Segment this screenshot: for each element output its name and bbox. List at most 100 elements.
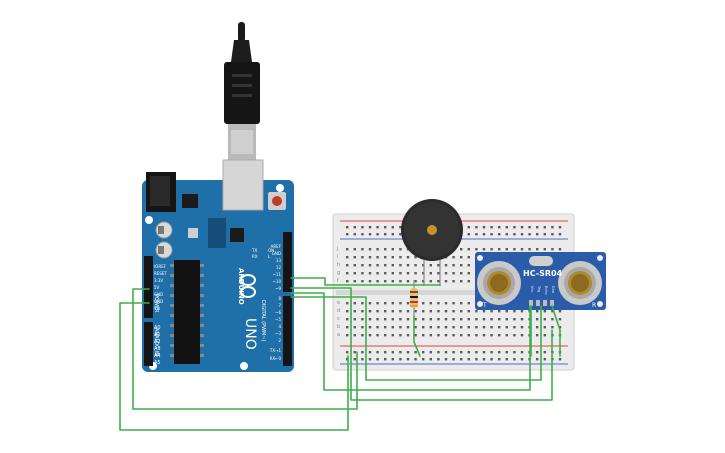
breadboard-hole bbox=[551, 318, 554, 321]
breadboard-hole bbox=[452, 302, 455, 305]
breadboard-hole bbox=[391, 280, 394, 283]
breadboard-hole bbox=[346, 280, 349, 283]
breadboard-hole bbox=[482, 351, 486, 354]
breadboard-hole bbox=[368, 318, 372, 321]
breadboard-hole bbox=[361, 318, 364, 321]
breadboard-hole bbox=[460, 280, 463, 283]
breadboard-hole bbox=[498, 358, 501, 361]
breadboard-hole bbox=[429, 302, 432, 305]
breadboard-hole bbox=[376, 233, 379, 236]
breadboard-hole bbox=[353, 310, 356, 313]
breadboard-hole bbox=[361, 248, 364, 251]
breadboard-hole bbox=[543, 233, 546, 236]
breadboard-hole bbox=[376, 248, 379, 251]
buzzer-icon[interactable] bbox=[401, 199, 463, 286]
breadboard-hole bbox=[536, 326, 539, 329]
row-label-f: f bbox=[337, 278, 339, 284]
breadboard-hole bbox=[399, 226, 402, 229]
breadboard-hole bbox=[528, 248, 531, 251]
digital-header-label: DIGITAL (PWM~) bbox=[260, 300, 266, 342]
l-led-label: L bbox=[268, 254, 271, 259]
row-label-g: g bbox=[337, 270, 340, 276]
breadboard-hole bbox=[353, 226, 356, 229]
breadboard-hole bbox=[368, 272, 372, 275]
breadboard-hole bbox=[353, 264, 356, 267]
digital-pin-1: TX→1 bbox=[269, 348, 282, 353]
breadboard-hole bbox=[536, 233, 539, 236]
breadboard-hole bbox=[399, 318, 402, 321]
wire-gnd-rail[interactable] bbox=[119, 302, 349, 431]
breadboard-hole bbox=[376, 334, 379, 337]
breadboard-hole bbox=[467, 264, 470, 267]
power-pin-ioref: IOREF bbox=[154, 264, 167, 269]
breadboard-hole bbox=[399, 233, 402, 236]
breadboard-hole bbox=[513, 226, 516, 229]
breadboard-hole bbox=[543, 318, 546, 321]
breadboard-hole bbox=[536, 248, 539, 251]
breadboard-hole bbox=[399, 358, 402, 361]
breadboard-hole bbox=[444, 334, 448, 337]
ultrasonic-sensor[interactable]: HC-SR04 T R Vcc Trig Echo Gnd bbox=[475, 252, 606, 310]
breadboard-hole bbox=[444, 318, 448, 321]
breadboard-hole bbox=[520, 326, 524, 329]
breadboard-hole bbox=[384, 248, 387, 251]
arduino-brand-text: ARDUINO bbox=[237, 268, 245, 305]
breadboard-hole bbox=[536, 334, 539, 337]
digital-pin-4: 4 bbox=[278, 324, 281, 329]
breadboard-hole bbox=[498, 334, 501, 337]
breadboard-hole bbox=[482, 318, 486, 321]
breadboard-hole bbox=[551, 233, 554, 236]
breadboard-hole bbox=[384, 334, 387, 337]
wire-sensor-gnd[interactable] bbox=[551, 305, 561, 357]
breadboard-hole bbox=[475, 334, 478, 337]
breadboard-hole bbox=[543, 248, 546, 251]
breadboard-hole bbox=[376, 256, 379, 259]
breadboard-hole bbox=[391, 302, 394, 305]
breadboard-hole bbox=[543, 358, 546, 361]
wire-resistor-gnd[interactable] bbox=[413, 315, 421, 357]
breadboard-hole bbox=[520, 318, 524, 321]
breadboard-hole bbox=[452, 351, 455, 354]
breadboard-hole bbox=[467, 326, 470, 329]
wire-5v-rail[interactable] bbox=[132, 288, 358, 410]
resistor-icon[interactable] bbox=[410, 280, 418, 316]
breadboard-hole bbox=[391, 326, 394, 329]
breadboard-hole bbox=[422, 272, 425, 275]
wire-pin12-buzzer[interactable] bbox=[290, 277, 441, 286]
breadboard-hole bbox=[558, 226, 562, 229]
analog-pin-a4: A4 bbox=[154, 353, 161, 359]
breadboard-hole bbox=[452, 256, 455, 259]
breadboard-hole bbox=[437, 264, 440, 267]
digital-pin-13: 13 bbox=[276, 258, 282, 263]
breadboard-hole bbox=[422, 326, 425, 329]
breadboard-hole bbox=[346, 248, 349, 251]
breadboard-hole bbox=[399, 280, 402, 283]
power-pin-gnd1: GND bbox=[154, 292, 163, 297]
breadboard-hole bbox=[391, 226, 394, 229]
breadboard-hole bbox=[482, 310, 486, 313]
breadboard-hole bbox=[520, 358, 524, 361]
breadboard-hole bbox=[368, 264, 372, 267]
breadboard-hole bbox=[505, 226, 508, 229]
breadboard-hole bbox=[368, 280, 372, 283]
breadboard-hole bbox=[406, 256, 410, 259]
breadboard-hole bbox=[452, 326, 455, 329]
arduino-uno-board[interactable]: ARDUINO UNO DIGITAL (PWM~) POWER ANALOG … bbox=[142, 159, 294, 372]
breadboard-hole bbox=[368, 233, 372, 236]
breadboard-hole bbox=[406, 326, 410, 329]
breadboard-hole bbox=[452, 264, 455, 267]
breadboard-hole bbox=[361, 280, 364, 283]
breadboard-hole bbox=[391, 334, 394, 337]
row-label-d: d bbox=[337, 308, 340, 314]
row-label-e: e bbox=[337, 300, 340, 306]
breadboard-hole bbox=[429, 310, 432, 313]
breadboard-hole bbox=[384, 302, 387, 305]
wire-pin8-echo[interactable] bbox=[290, 296, 542, 381]
wire-pin10-resistor[interactable] bbox=[290, 287, 553, 401]
breadboard-hole bbox=[460, 302, 463, 305]
analog-header-label: ANALOG IN bbox=[153, 328, 159, 356]
breadboard-hole bbox=[429, 318, 432, 321]
breadboard-hole bbox=[353, 318, 356, 321]
breadboard-hole bbox=[376, 280, 379, 283]
wire-pin9-trig[interactable] bbox=[290, 292, 531, 391]
